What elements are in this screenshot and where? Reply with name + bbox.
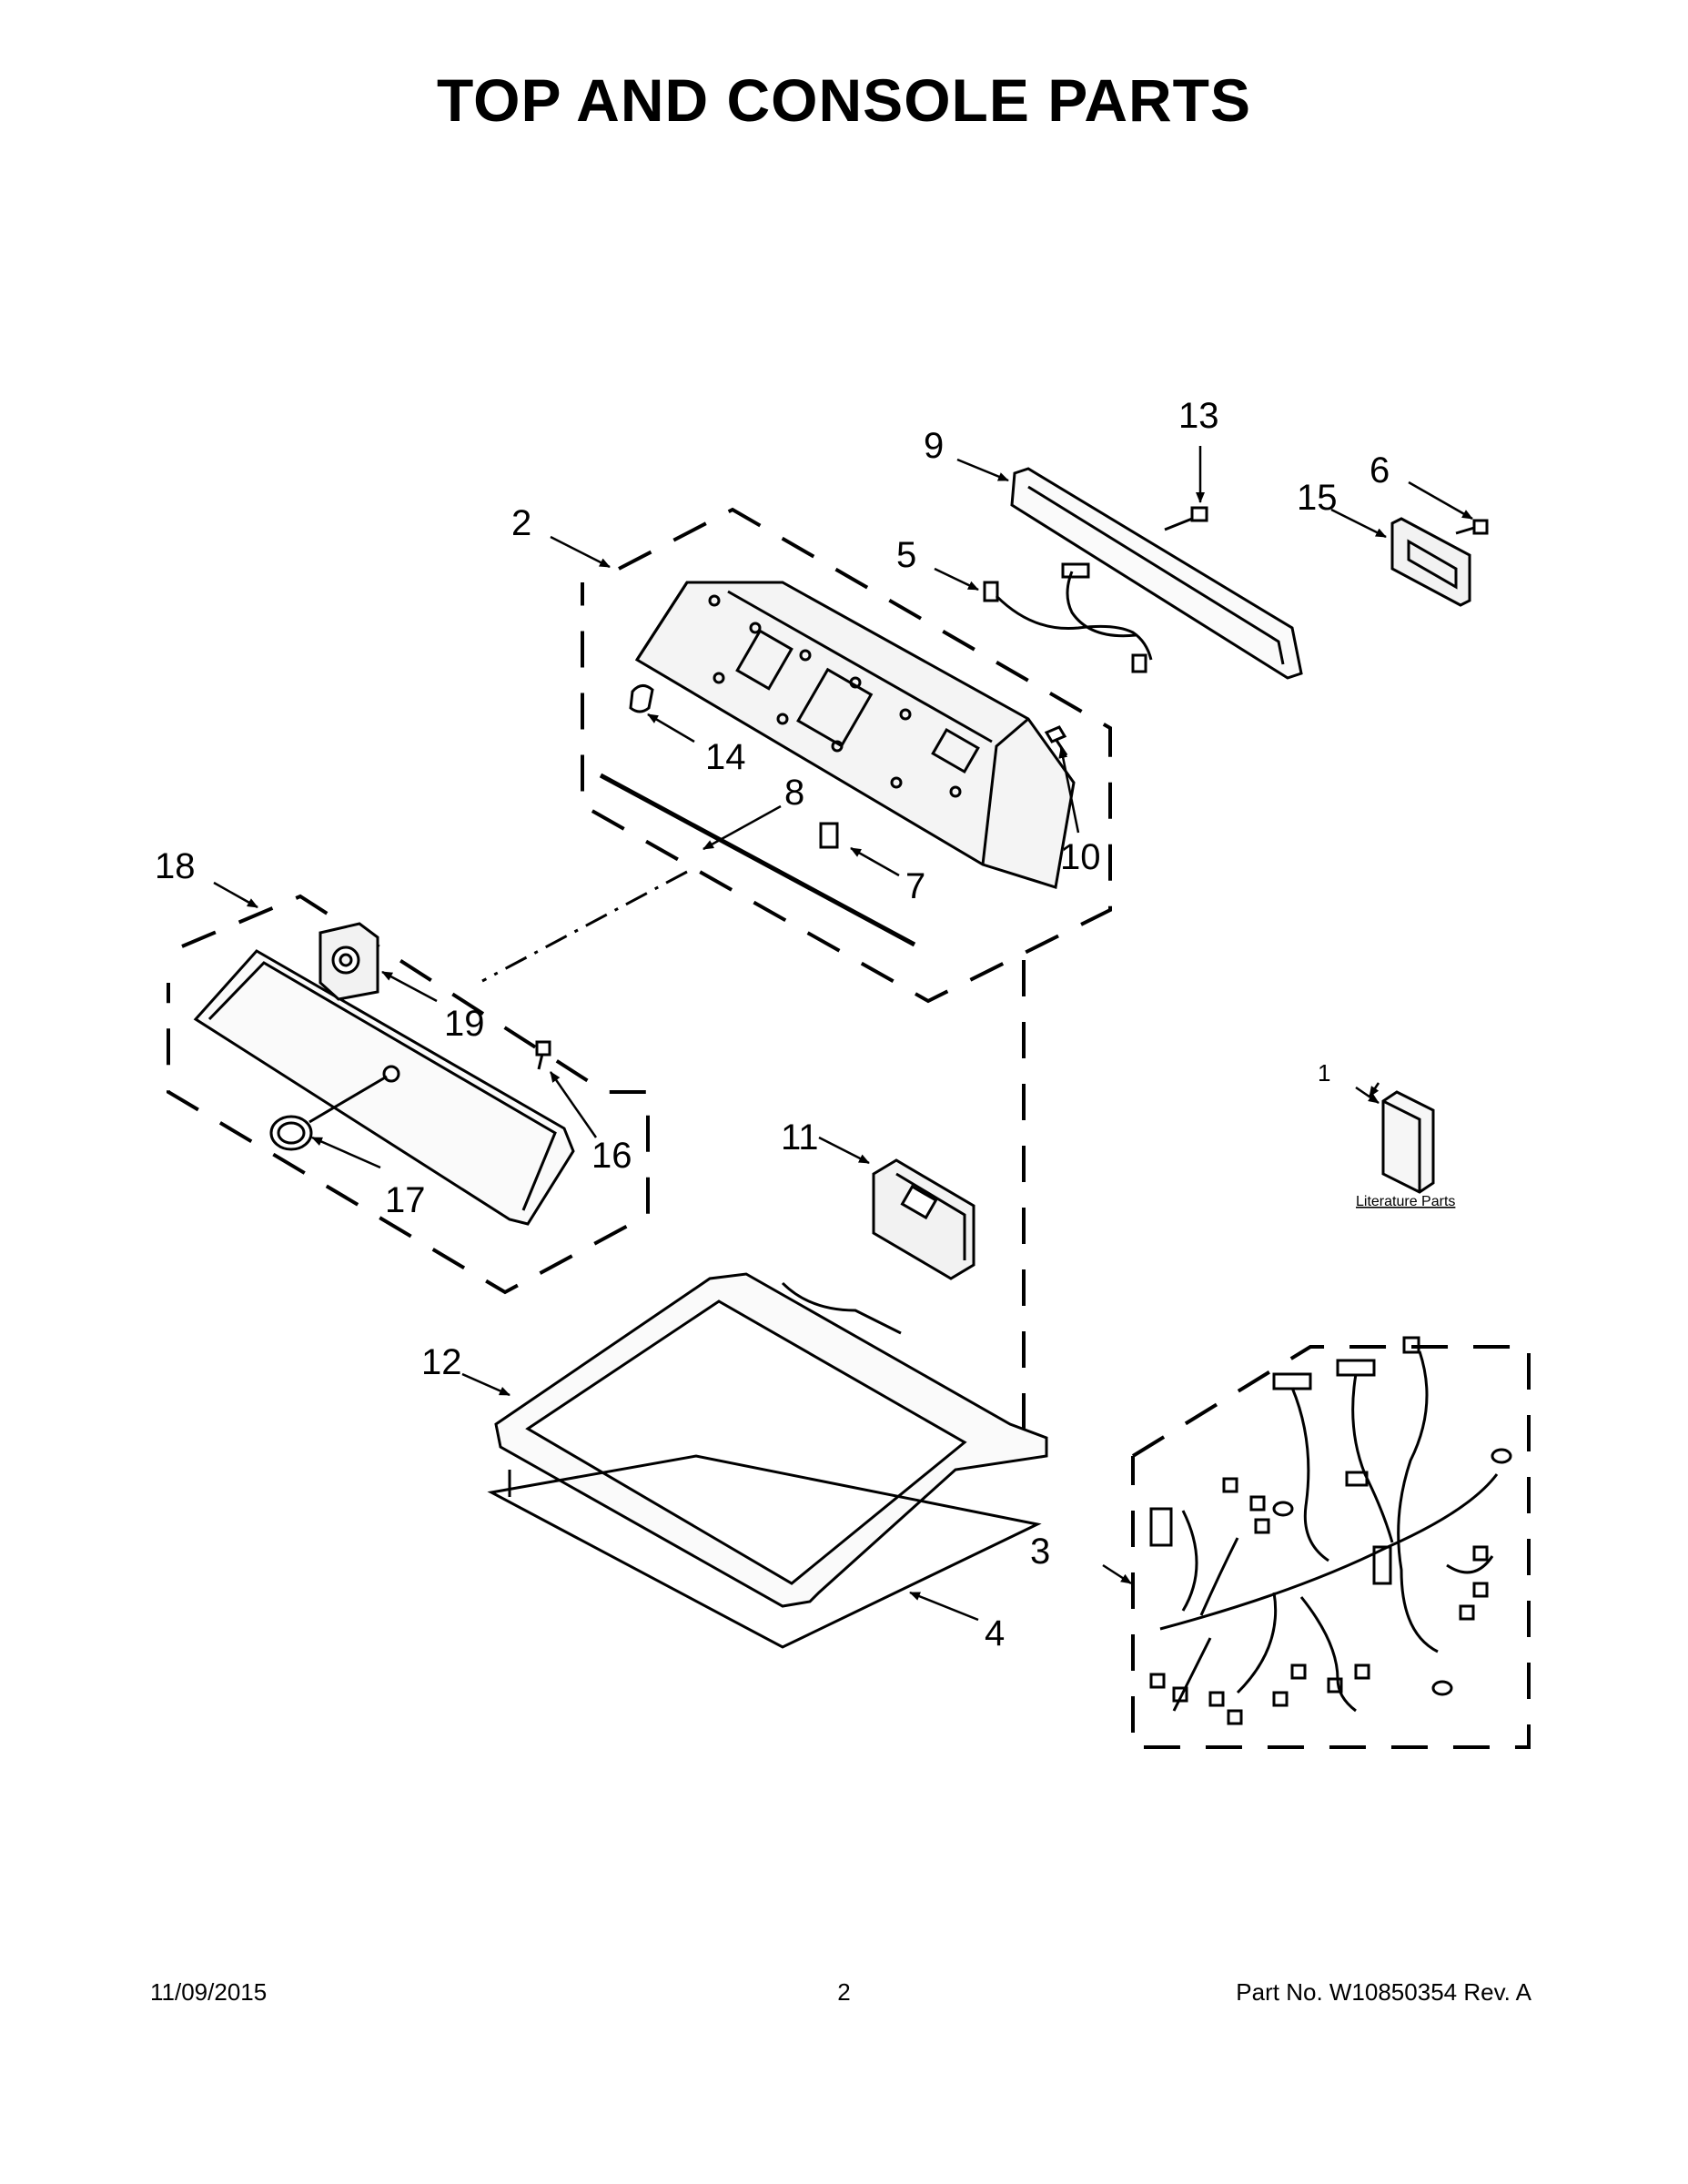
page-title: TOP AND CONSOLE PARTS (437, 66, 1251, 134)
callout-19: 19 (444, 1004, 485, 1044)
wire-harness-part-3 (1149, 1336, 1512, 1725)
callout-10: 10 (1060, 837, 1101, 877)
control-panel-part (193, 949, 575, 1226)
literature-part-1 (1381, 1090, 1435, 1194)
callout-8: 8 (784, 773, 804, 813)
callout-15: 15 (1297, 478, 1338, 518)
top-panel-part-12 (494, 1272, 1048, 1608)
screw-part-13 (1164, 506, 1208, 531)
screw-part-6 (1455, 519, 1489, 535)
wire-harness-part-5 (983, 562, 1153, 673)
footer-date: 11/09/2015 (150, 1978, 268, 2006)
clip-part (629, 684, 654, 713)
strip-part (599, 773, 916, 947)
callout-14: 14 (705, 737, 746, 777)
connector-line (481, 870, 688, 983)
callout-arrows (213, 446, 1473, 1622)
console-panel (634, 581, 1076, 889)
callout-2: 2 (511, 503, 531, 543)
control-module-part-19 (318, 922, 379, 1001)
callout-16: 16 (591, 1136, 632, 1176)
callout-3: 3 (1030, 1532, 1050, 1572)
callout-13: 13 (1178, 396, 1219, 436)
console-group-boundary (581, 507, 1112, 1004)
mounting-bracket-part-15 (1390, 517, 1471, 607)
callout-6: 6 (1370, 450, 1390, 490)
callout-4: 4 (985, 1613, 1005, 1653)
callout-7: 7 (905, 866, 925, 906)
callout-12: 12 (421, 1342, 462, 1382)
wire-harness-group-boundary (1131, 1345, 1531, 1749)
footer-page-number: 2 (837, 1978, 851, 2006)
literature-parts-label: Literature Parts (1356, 1194, 1455, 1209)
callout-18: 18 (155, 846, 196, 886)
footer-part-number: Part No. W10850354 Rev. A (1236, 1978, 1531, 2006)
callout-9: 9 (924, 426, 944, 466)
insulation-pad-part-4 (487, 1454, 1042, 1649)
callout-17: 17 (385, 1180, 426, 1220)
knob-part-17 (269, 1065, 400, 1151)
callout-11: 11 (781, 1117, 819, 1158)
callout-5: 5 (896, 535, 916, 575)
screw-part-16 (535, 1040, 551, 1070)
callout-1: 1 (1318, 1059, 1330, 1087)
console-trim-part-9 (1010, 467, 1303, 680)
control-board-part-11 (872, 1158, 975, 1280)
bracket-part (819, 822, 839, 849)
